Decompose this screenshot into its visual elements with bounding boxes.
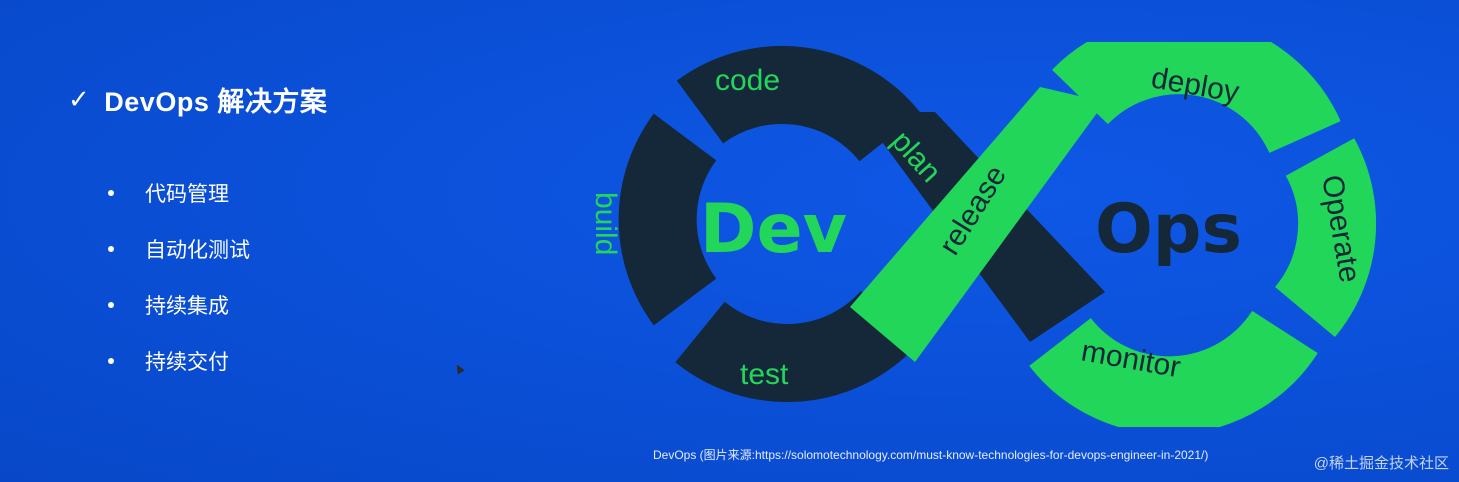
slide-heading: ✓ DevOps 解决方案 [68, 80, 327, 119]
bullet-item: 自动化测试 [108, 221, 250, 277]
bullet-text: 持续交付 [145, 351, 229, 374]
devops-infinity-diagram: code plan build test release deploy Oper… [589, 42, 1377, 427]
stage-test-label: test [740, 358, 789, 391]
check-mark-icon: ✓ [68, 84, 91, 114]
bullet-item: 持续交付 [108, 333, 250, 389]
bullet-item: 代码管理 [108, 165, 250, 221]
bullet-dot-icon [108, 246, 114, 252]
bullet-text: 持续集成 [145, 295, 229, 318]
bullet-text: 代码管理 [145, 183, 229, 206]
watermark-text: @稀土掘金技术社区 [1313, 455, 1449, 472]
image-source-caption: DevOps (图片来源:https://solomotechnology.co… [653, 448, 1209, 462]
release-band [850, 87, 1105, 362]
stage-build-label: build [589, 192, 622, 255]
bullet-list: 代码管理 自动化测试 持续集成 持续交付 [108, 165, 250, 389]
bullet-dot-icon [108, 190, 114, 196]
ops-center-label: Ops [1095, 190, 1242, 269]
stage-code-label: code [715, 64, 780, 97]
bullet-text: 自动化测试 [145, 239, 250, 262]
ops-loop [1029, 42, 1377, 427]
dev-center-label: Dev [700, 190, 847, 269]
bullet-dot-icon [108, 358, 114, 364]
bullet-item: 持续集成 [108, 277, 250, 333]
heading-text: DevOps 解决方案 [104, 87, 328, 117]
bullet-dot-icon [108, 302, 114, 308]
